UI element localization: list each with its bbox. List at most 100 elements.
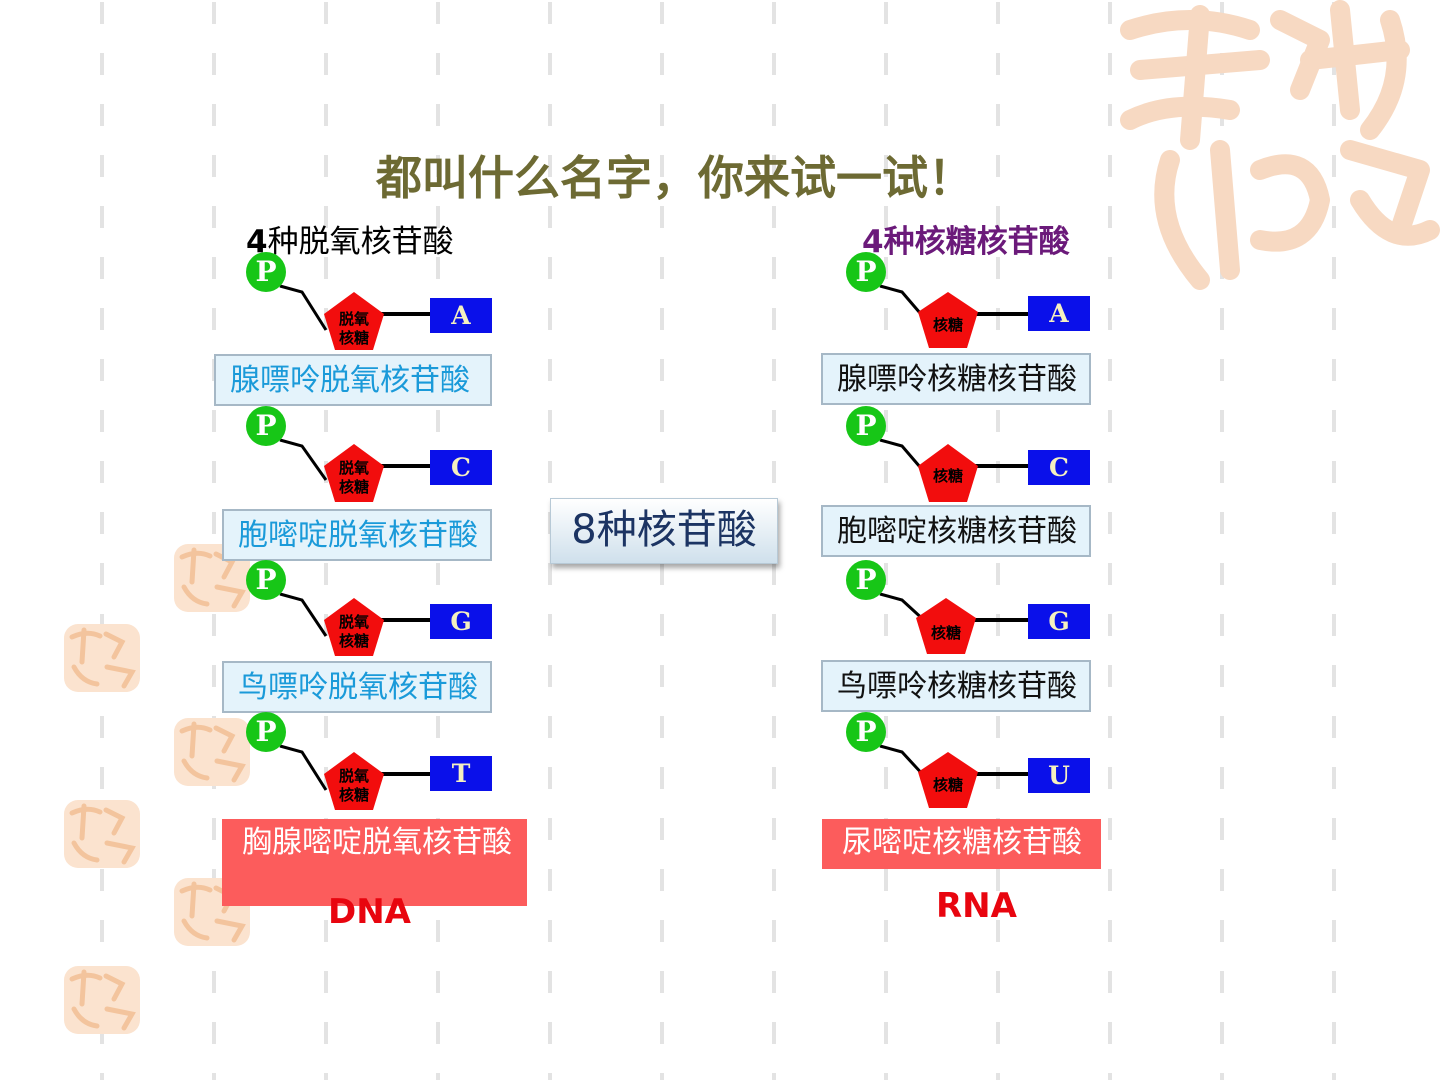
grid-dash [100,359,104,381]
grid-dash [100,920,104,942]
grid-dash [1108,716,1112,738]
grid-dash [772,155,776,177]
dna-nucleotide-a: P 脱氧核糖 A [246,252,546,350]
grid-dash [1332,563,1336,585]
grid-dash [324,1022,328,1044]
grid-dash [1220,971,1224,993]
grid-dash [1332,410,1336,432]
grid-dash [1108,2,1112,24]
grid-dash [1108,1022,1112,1044]
grid-dash [1332,716,1336,738]
seal-watermark-icon [64,624,140,692]
grid-dash [548,53,552,75]
grid-dash [884,53,888,75]
dna-nucleotide-name: 胞嘧啶脱氧核苷酸 [222,509,492,561]
phosphate-circle: P [246,560,286,600]
grid-dash [1332,155,1336,177]
rna-nucleotide-a: P 核糖 A [846,252,1146,348]
grid-dash [1332,869,1336,891]
grid-dash [548,614,552,636]
rna-nucleotide-name: 胞嘧啶核糖核苷酸 [821,505,1091,557]
grid-dash [324,2,328,24]
dna-nucleotide-t: P 脱氧核糖 T [246,712,546,810]
grid-dash [996,563,1000,585]
grid-dash [1332,767,1336,789]
grid-dash [996,206,1000,228]
base-box: G [1028,604,1090,639]
dna-strand-label: DNA [328,892,411,932]
dna-nucleotide-name-highlight: 胸腺嘧啶脱氧核苷酸 [222,819,527,906]
grid-dash [660,410,664,432]
grid-dash [1108,359,1112,381]
grid-dash [1108,563,1112,585]
grid-dash [324,716,328,738]
grid-dash [996,2,1000,24]
grid-dash [884,1073,888,1080]
grid-dash [996,869,1000,891]
seal-watermark-icon [174,718,250,786]
phosphate-circle: P [246,712,286,752]
grid-dash [772,410,776,432]
grid-dash [884,206,888,228]
grid-dash [660,359,664,381]
grid-dash [884,920,888,942]
grid-dash [772,614,776,636]
grid-dash [996,1022,1000,1044]
backbone-bonds [879,284,1032,348]
grid-dash [212,53,216,75]
grid-dash [100,53,104,75]
grid-dash [100,512,104,534]
grid-dash [212,257,216,279]
deoxyribose-pentagon [324,752,384,810]
dna-heading: 4种脱氧核苷酸 [246,224,461,260]
grid-dash [548,665,552,687]
grid-dash [660,155,664,177]
grid-dash [1108,410,1112,432]
grid-dash [548,869,552,891]
grid-dash [1108,971,1112,993]
grid-dash [100,1073,104,1080]
grid-dash [436,104,440,126]
grid-dash [1108,665,1112,687]
grid-dash [884,767,888,789]
grid-dash [772,53,776,75]
grid-dash [1220,410,1224,432]
grid-dash [100,2,104,24]
seal-watermark-icon [174,544,250,612]
grid-dash [1332,257,1336,279]
dna-nucleotide-c: P 脱氧核糖 C [246,406,546,502]
rna-heading-count: 4 [862,224,884,260]
grid-dash [996,767,1000,789]
ribose-label: 核糖 [932,316,963,334]
grid-dash [436,563,440,585]
grid-dash [1108,257,1112,279]
grid-dash [324,563,328,585]
grid-dash [100,155,104,177]
grid-dash [884,155,888,177]
grid-dash [212,614,216,636]
grid-dash [772,818,776,840]
grid-dash [100,410,104,432]
grid-dash [1108,206,1112,228]
grid-dash [884,308,888,330]
grid-dash [436,53,440,75]
grid-dash [212,2,216,24]
grid-dash [548,971,552,993]
grid-dash [1332,614,1336,636]
grid-dash [884,563,888,585]
grid-dash [996,257,1000,279]
grid-dash [548,155,552,177]
grid-dash [1332,308,1336,330]
phosphate-circle: P [846,712,886,752]
grid-dash [772,971,776,993]
grid-dash [772,206,776,228]
rna-nucleotide-g: P 核糖 G [846,560,1146,654]
rna-nucleotide-c: P 核糖 C [846,406,1146,502]
grid-dash [996,1073,1000,1080]
grid-dash [1332,206,1336,228]
grid-dash [1332,920,1336,942]
grid-dash [436,1073,440,1080]
grid-dash [660,716,664,738]
grid-dash [1220,767,1224,789]
